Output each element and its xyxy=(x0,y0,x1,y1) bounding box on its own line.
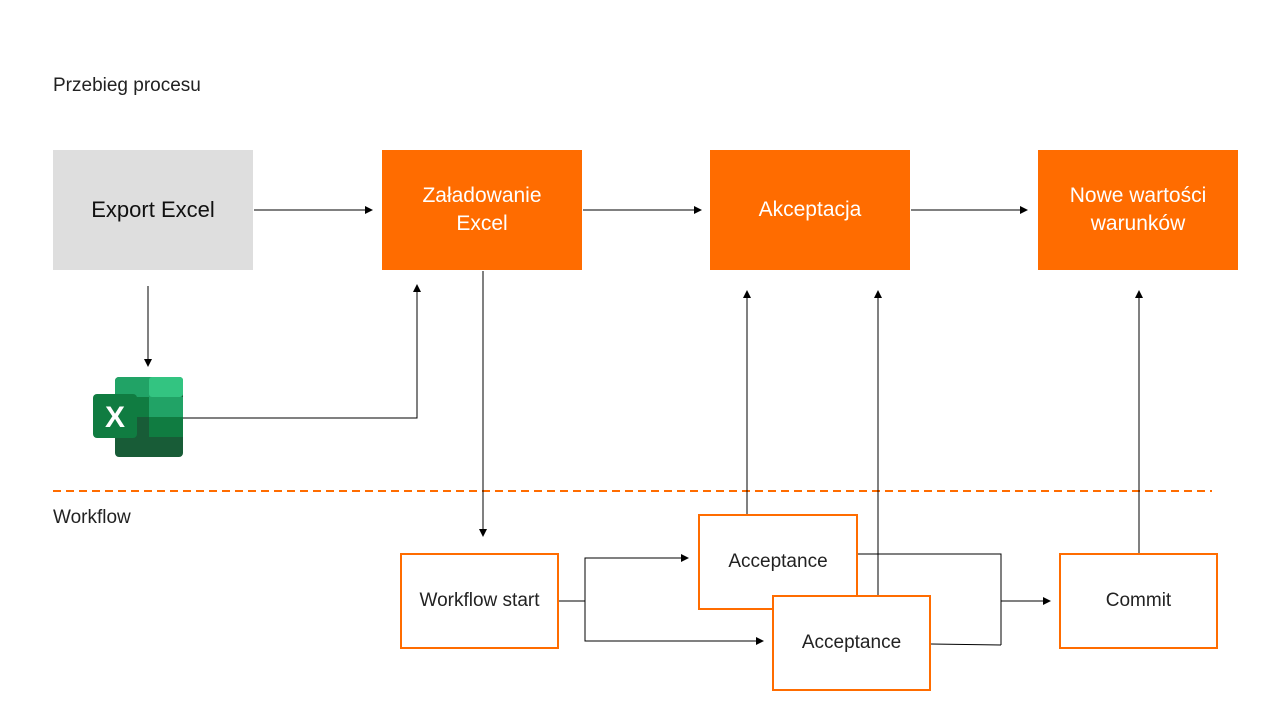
node-load-excel-label: Załadowanie Excel xyxy=(422,183,542,235)
node-acceptance-process-label: Akceptacja xyxy=(758,197,862,221)
node-commit-label: Commit xyxy=(1105,590,1172,612)
node-load-excel: Załadowanie Excel xyxy=(382,150,582,270)
node-workflow-start: Workflow start xyxy=(400,553,559,649)
node-workflow-start-label: Workflow start xyxy=(419,590,540,612)
node-acceptance-2: Acceptance xyxy=(772,595,931,691)
node-new-values: Nowe wartości warunków xyxy=(1038,150,1238,270)
node-export-excel-label: Export Excel xyxy=(91,197,215,223)
node-acceptance-2-label: Acceptance xyxy=(801,632,902,654)
section-label-process: Przebieg procesu xyxy=(53,75,201,96)
arrow-start-to-acceptance-1 xyxy=(559,554,689,602)
section-label-workflow: Workflow xyxy=(53,507,131,528)
node-commit: Commit xyxy=(1059,553,1218,649)
connector-acceptance-2-to-merge xyxy=(930,643,1002,646)
arrow-excel-file-to-load xyxy=(183,284,421,419)
connector-acceptance-1-to-merge xyxy=(858,553,1002,645)
node-acceptance-process: Akceptacja xyxy=(710,150,910,270)
node-new-values-label: Nowe wartości warunków xyxy=(1069,183,1207,235)
svg-text:X: X xyxy=(105,401,125,434)
excel-icon: X xyxy=(93,377,183,457)
arrow-start-to-acceptance-2 xyxy=(584,601,764,645)
node-acceptance-1-label: Acceptance xyxy=(728,551,828,573)
node-export-excel: Export Excel xyxy=(53,150,253,270)
